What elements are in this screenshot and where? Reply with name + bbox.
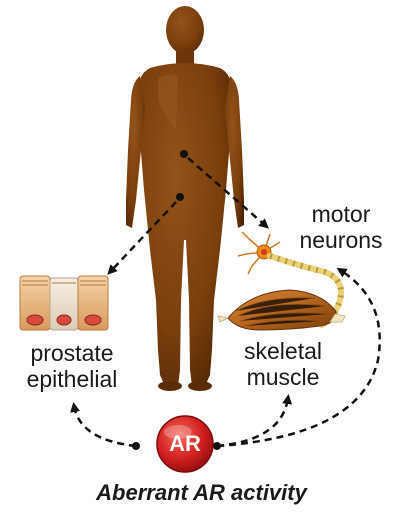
- body-neck: [176, 50, 194, 64]
- body-foot-right: [188, 381, 212, 391]
- body-arm-left: [126, 76, 145, 228]
- arrow-ar-to-prostate: [70, 402, 137, 448]
- ar-badge-label: AR: [169, 431, 201, 456]
- body-torso: [138, 63, 232, 386]
- body-highlight: [158, 74, 178, 130]
- body-head: [166, 6, 204, 54]
- label-prostate-epithelial: prostate epithelial: [2, 340, 142, 392]
- label-motor-neurons-line2: neurons: [299, 227, 383, 253]
- prostate-cells-illustration: [19, 275, 109, 331]
- origin-dot-lower: [176, 193, 184, 201]
- origin-dot-upper: [180, 150, 188, 158]
- body-arm-right: [225, 76, 244, 228]
- arrow-to-motor-neurons: [187, 157, 270, 229]
- skeletal-muscle-illustration: [217, 289, 346, 331]
- label-motor-neurons: motor neurons: [286, 201, 396, 253]
- label-skeletal-muscle: skeletal muscle: [218, 338, 348, 390]
- label-skeletal-muscle-line1: skeletal: [244, 338, 322, 364]
- label-prostate-epithelial-line2: epithelial: [26, 366, 118, 392]
- label-motor-neurons-line1: motor: [311, 201, 371, 227]
- body-foot-left: [158, 381, 182, 391]
- arrow-ar-to-motor-neurons: [216, 267, 381, 448]
- human-body: [126, 6, 244, 391]
- arrow-to-prostate: [107, 201, 177, 275]
- label-prostate-epithelial-line1: prostate: [30, 340, 114, 366]
- caption-aberrant-ar-activity: Aberrant AR activity: [96, 480, 307, 505]
- ar-badge-shine: [164, 425, 192, 439]
- ar-badge: [156, 415, 214, 473]
- label-skeletal-muscle-line2: muscle: [246, 364, 320, 390]
